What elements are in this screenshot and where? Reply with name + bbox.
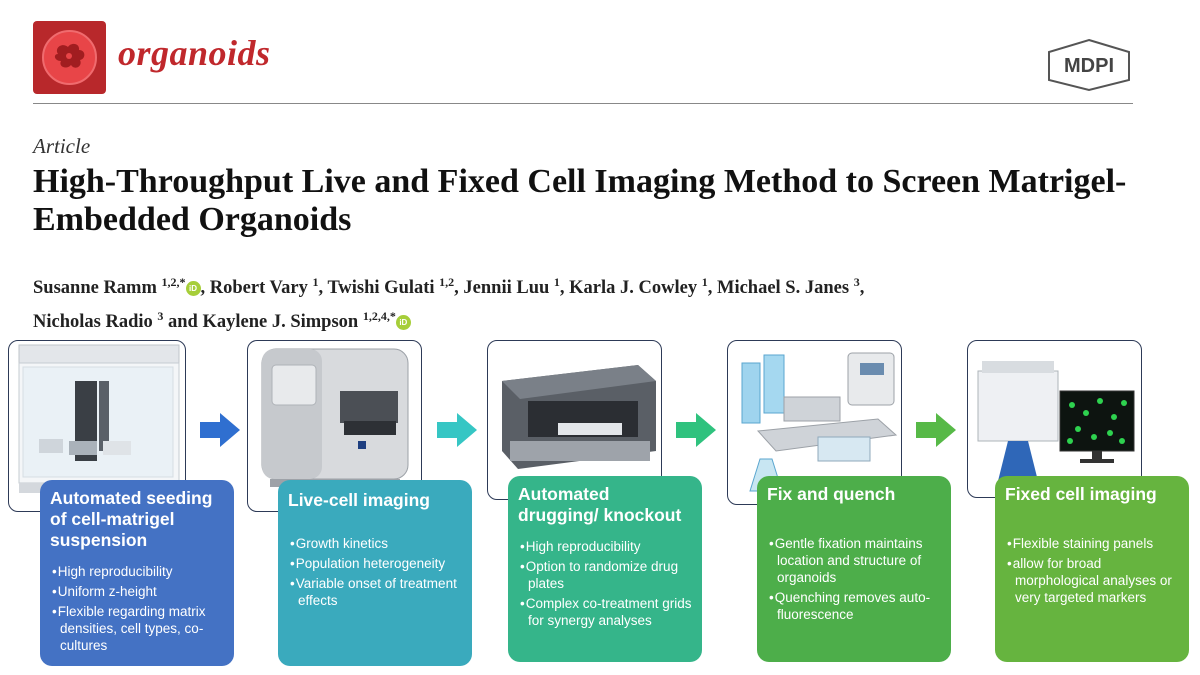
high-content-imager-icon bbox=[977, 361, 1135, 481]
bullet-item: Population heterogeneity bbox=[288, 555, 462, 572]
organoid-logo-icon bbox=[42, 30, 97, 85]
bullet-item: High reproducibility bbox=[518, 538, 692, 555]
article-title: High-Throughput Live and Fixed Cell Imag… bbox=[33, 163, 1127, 238]
step-title: Fixed cell imaging bbox=[1005, 484, 1157, 504]
step-bullets: Flexible staining panels allow for broad… bbox=[1005, 535, 1179, 606]
arrow-right-icon bbox=[676, 413, 716, 447]
author-separator: , bbox=[454, 278, 464, 299]
header-divider bbox=[33, 103, 1133, 104]
workflow-step-card: Automated drugging/ knockout High reprod… bbox=[508, 476, 702, 662]
author-affiliation: 3 bbox=[157, 309, 164, 324]
step-bullets: Gentle fixation maintains location and s… bbox=[767, 535, 941, 623]
workflow-step-card: Automated seeding of cell-matrigel suspe… bbox=[40, 480, 234, 666]
author-name: Twishi Gulati bbox=[327, 278, 435, 299]
bullet-item: allow for broad morphological analyses o… bbox=[1005, 555, 1179, 606]
bullet-item: Uniform z-height bbox=[50, 583, 224, 600]
author-name: Michael S. Janes bbox=[716, 278, 850, 299]
article-type: Article bbox=[33, 134, 91, 158]
step-title: Automated drugging/ knockout bbox=[518, 484, 682, 525]
author-affiliation: 1 bbox=[312, 275, 319, 289]
step-bullets: Growth kinetics Population heterogeneity… bbox=[288, 535, 462, 609]
bullet-item: Gentle fixation maintains location and s… bbox=[767, 535, 941, 586]
author-name: Karla J. Cowley bbox=[569, 278, 698, 299]
author-affiliation: 3 bbox=[853, 275, 860, 289]
mdpi-logo-text: MDPI bbox=[1064, 55, 1114, 77]
author-affiliation: 1,2,4,* bbox=[362, 309, 396, 324]
plate-washer-icon bbox=[741, 352, 898, 492]
step-5-image-frame bbox=[967, 340, 1142, 498]
author-separator: , bbox=[318, 278, 328, 299]
step-title: Live-cell imaging bbox=[288, 490, 430, 510]
arrow-right-icon bbox=[916, 413, 956, 447]
author-separator: , bbox=[859, 278, 865, 299]
bullet-item: Variable onset of treatment effects bbox=[288, 575, 462, 609]
workflow-step-card: Fix and quench Gentle fixation maintains… bbox=[757, 476, 951, 662]
step-title: Automated seeding of cell-matrigel suspe… bbox=[50, 488, 213, 550]
journal-name: organoids bbox=[118, 33, 271, 73]
arrow-right-icon bbox=[437, 413, 477, 447]
bullet-item: Complex co-treatment grids for synergy a… bbox=[518, 595, 692, 629]
author-name: Nicholas Radio bbox=[33, 312, 153, 333]
bullet-item: Flexible staining panels bbox=[1005, 535, 1179, 552]
bullet-item: Option to randomize drug plates bbox=[518, 558, 692, 592]
orcid-icon[interactable]: iD bbox=[185, 281, 201, 297]
author-affiliation: 1,2 bbox=[439, 275, 455, 289]
author-affiliation: 1 bbox=[553, 275, 560, 289]
author-affiliation: 1,2,* bbox=[161, 275, 186, 289]
arrow-right-icon bbox=[200, 413, 240, 447]
author-affiliation: 1 bbox=[701, 275, 708, 289]
live-cell-imager-icon bbox=[261, 348, 409, 487]
step-title: Fix and quench bbox=[767, 484, 896, 504]
orcid-icon[interactable]: iD bbox=[395, 315, 411, 331]
author-list: Susanne Ramm 1,2,*iD, Robert Vary 1, Twi… bbox=[33, 268, 1153, 336]
bullet-item: Quenching removes auto-fluorescence bbox=[767, 589, 941, 623]
bullet-item: Flexible regarding matrix densities, cel… bbox=[50, 603, 224, 654]
author-separator: , bbox=[707, 278, 717, 299]
workflow-step-card: Fixed cell imaging Flexible staining pan… bbox=[995, 476, 1189, 662]
mdpi-logo: MDPI bbox=[1044, 38, 1134, 92]
drug-dispenser-icon bbox=[502, 365, 656, 469]
workflow-step-card: Live-cell imaging Growth kinetics Popula… bbox=[278, 480, 472, 666]
author-name: Susanne Ramm bbox=[33, 278, 157, 299]
author-name: Kaylene J. Simpson bbox=[202, 312, 359, 333]
author-name: Jennii Luu bbox=[463, 278, 550, 299]
bullet-item: High reproducibility bbox=[50, 563, 224, 580]
journal-logo bbox=[33, 21, 106, 94]
author-separator: , bbox=[200, 278, 210, 299]
author-separator: and bbox=[163, 312, 203, 333]
bullet-item: Growth kinetics bbox=[288, 535, 462, 552]
step-3-image-frame bbox=[487, 340, 662, 500]
step-bullets: High reproducibility Option to randomize… bbox=[518, 538, 692, 629]
author-name: Robert Vary bbox=[209, 278, 308, 299]
step-bullets: High reproducibility Uniform z-height Fl… bbox=[50, 563, 224, 654]
author-separator: , bbox=[559, 278, 570, 299]
